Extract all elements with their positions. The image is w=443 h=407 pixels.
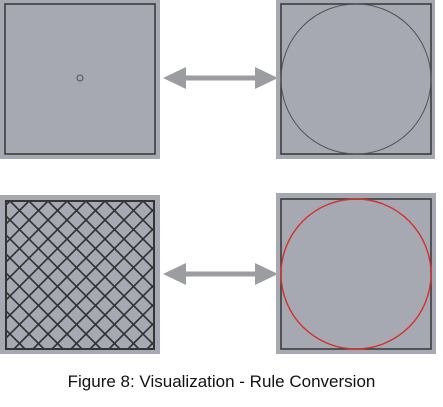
- small-point-circle: [76, 74, 84, 82]
- hatch-line-up-11: [6, 201, 68, 264]
- row2-arrow-left-head: [163, 263, 186, 285]
- hatch-line-up-10: [6, 201, 49, 245]
- row1-arrow-right-head: [255, 67, 278, 89]
- hatch-line-up-17: [32, 226, 154, 349]
- row2-right-panel: [276, 193, 436, 354]
- row1-right-panel-frame: [276, 0, 435, 159]
- row1-arrow-left-head: [163, 67, 186, 89]
- inscribed-red-circle: [280, 198, 432, 350]
- hatch-line-up-22: [127, 321, 154, 349]
- inscribed-circle: [280, 3, 432, 155]
- row2-bidirectional-arrow: [163, 263, 278, 285]
- row1-right-panel: [276, 0, 435, 159]
- hatch-line-down-14: [123, 201, 154, 233]
- hatch-line-up-13: [6, 201, 106, 302]
- row1-left-panel-square: [4, 3, 156, 155]
- row2-right-panel-frame: [276, 193, 436, 354]
- row1-bidirectional-arrow: [163, 67, 278, 89]
- figure-caption: Figure 8: Visualization - Rule Conversio…: [67, 372, 376, 391]
- hatch-line-down-12: [85, 201, 154, 271]
- hatch-line-down-13: [104, 201, 154, 252]
- row1-left-panel-frame: [0, 0, 160, 159]
- hatch-line-up-15: [6, 201, 144, 340]
- hatch-line-up-19: [70, 264, 154, 349]
- hatch-line-up-16: [13, 207, 154, 349]
- row1-left-panel: [0, 0, 160, 159]
- hatch-line-up-18: [51, 245, 154, 349]
- hatch-line-down-10: [47, 201, 154, 309]
- hatch-line-up-20: [89, 283, 154, 349]
- row2-left-panel: [0, 195, 160, 354]
- hatch-line-down-11: [66, 201, 154, 290]
- hatch-line-up-12: [6, 201, 87, 283]
- hatch-line-up-14: [6, 201, 125, 321]
- hatch-line-up-21: [108, 302, 154, 349]
- diagonal-crosshatch-pattern: [6, 201, 154, 349]
- row2-arrow-right-head: [255, 263, 278, 285]
- row2-left-panel-square: [5, 200, 155, 350]
